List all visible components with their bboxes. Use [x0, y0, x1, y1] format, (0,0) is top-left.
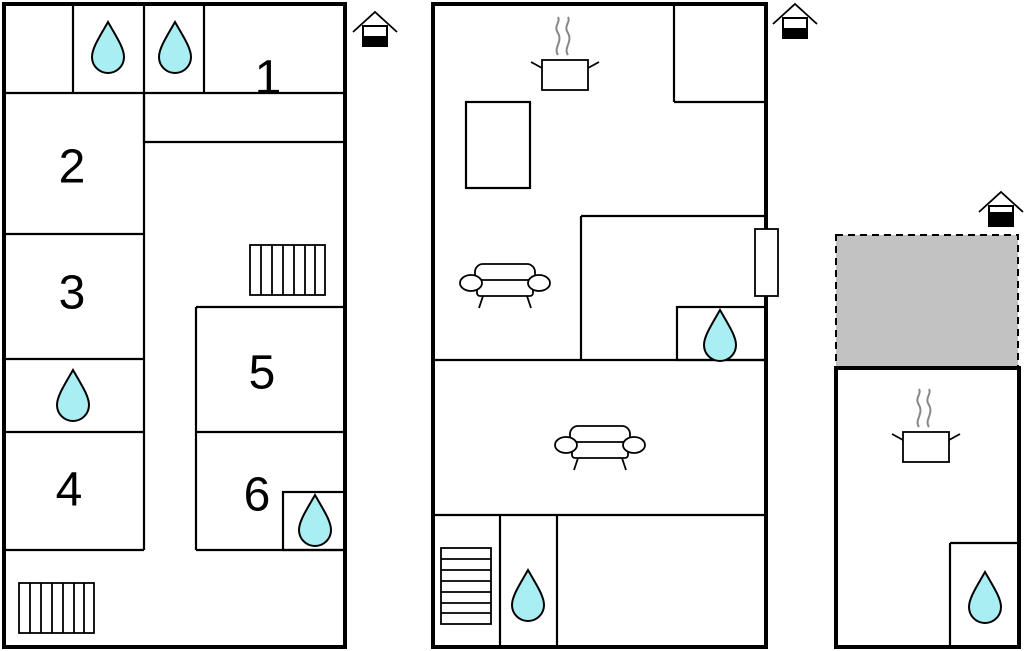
- room-number-3: 3: [59, 267, 86, 320]
- floor-plan-middle: [431, 2, 818, 649]
- sofa-icon: [459, 263, 551, 309]
- house-level-icon: [352, 11, 398, 47]
- floor-plan-left: 1 2 3 4 5 6: [2, 2, 398, 649]
- left-outer-wall: [2, 2, 347, 649]
- stairs-icon: [440, 547, 492, 625]
- house-level-icon: [772, 3, 818, 39]
- water-drop-icon: [968, 571, 1002, 624]
- right-outer-wall: [834, 366, 1021, 649]
- floor-plan-right: [834, 191, 1024, 649]
- water-drop-icon: [298, 494, 332, 547]
- water-drop-icon: [511, 569, 545, 622]
- room-number-1: 1: [255, 52, 282, 105]
- water-drop-icon: [56, 369, 90, 422]
- stairs-icon: [18, 582, 95, 634]
- cooking-pot-icon: [530, 16, 600, 91]
- room-number-6: 6: [244, 469, 271, 522]
- water-drop-icon: [158, 21, 192, 74]
- stairs-icon: [249, 244, 326, 296]
- room-number-5: 5: [249, 347, 276, 400]
- water-drop-icon: [703, 309, 737, 362]
- terrace: [835, 234, 1019, 369]
- door: [754, 228, 779, 297]
- cooking-pot-icon: [891, 388, 961, 463]
- table: [464, 100, 532, 190]
- house-level-icon: [978, 191, 1024, 227]
- water-drop-icon: [91, 21, 125, 74]
- sofa-icon: [554, 425, 646, 471]
- room-number-4: 4: [56, 464, 83, 517]
- room-number-2: 2: [59, 141, 86, 194]
